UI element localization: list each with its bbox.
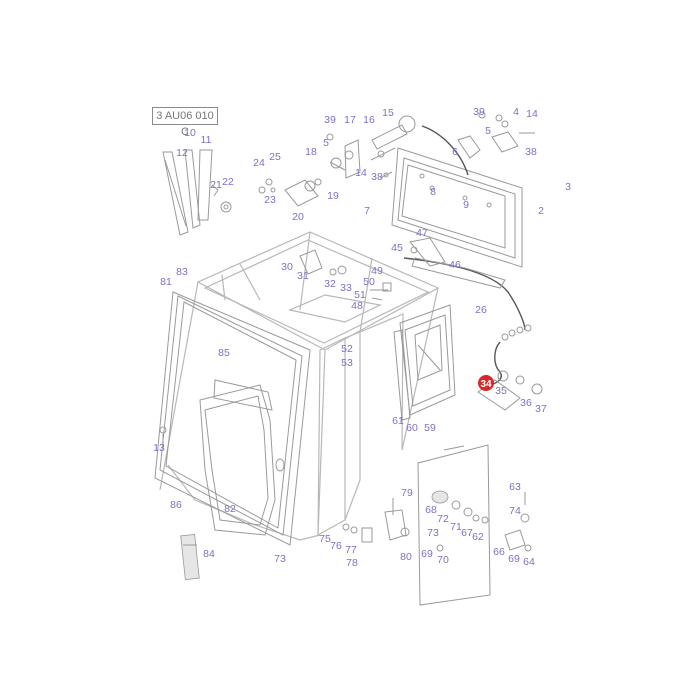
part-label-5: 5	[485, 125, 491, 137]
part-label-37: 37	[535, 403, 547, 415]
part-label-80: 80	[400, 551, 412, 563]
left-door	[154, 291, 311, 546]
part-label-63: 63	[509, 481, 521, 493]
part-label-60: 60	[406, 422, 418, 434]
part-label-35: 35	[495, 385, 507, 397]
part-label-9: 9	[463, 199, 469, 211]
part-label-46: 46	[449, 259, 461, 271]
part-label-73: 73	[274, 553, 286, 565]
part-label-61: 61	[392, 415, 404, 427]
part-label-31: 31	[297, 270, 309, 282]
part-label-79: 79	[401, 487, 413, 499]
part-label-72: 72	[437, 513, 449, 525]
part-label-33: 33	[340, 282, 352, 294]
part-label-84: 84	[203, 548, 215, 560]
part-label-11: 11	[201, 134, 212, 146]
part-label-8: 8	[430, 186, 436, 198]
part-label-45: 45	[391, 242, 403, 254]
part-label-25: 25	[269, 151, 281, 163]
part-label-51: 51	[354, 289, 366, 301]
part-label-7: 7	[364, 205, 370, 217]
part-label-59: 59	[424, 422, 436, 434]
part-label-13: 13	[153, 442, 165, 454]
part-label-19: 19	[327, 190, 339, 202]
part-label-23: 23	[264, 194, 276, 206]
roof-handle	[409, 237, 506, 289]
part-label-39: 39	[473, 106, 485, 118]
part-label-53: 53	[341, 357, 353, 369]
part-label-38: 38	[525, 146, 537, 158]
part-label-12: 12	[176, 147, 188, 159]
part-label-62: 62	[472, 531, 484, 543]
diagram-reference-code: 3 AU06 010 C	[152, 107, 218, 138]
part-label-67: 67	[461, 527, 473, 539]
highlighted-part-number: 34	[480, 379, 492, 390]
part-label-66: 66	[493, 546, 505, 558]
part-label-78: 78	[346, 557, 358, 569]
door-latch-parts	[342, 498, 410, 543]
part-label-38: 38	[371, 171, 383, 183]
roof-cable	[421, 125, 469, 176]
part-label-20: 20	[292, 211, 304, 223]
door-hinge-parts	[299, 249, 392, 301]
part-label-4: 4	[513, 106, 519, 118]
part-label-3: 3	[565, 181, 571, 193]
part-label-85: 85	[218, 347, 230, 359]
part-label-14: 14	[355, 167, 367, 179]
part-label-82: 82	[224, 503, 236, 515]
part-label-77: 77	[345, 544, 357, 556]
part-label-52: 52	[341, 343, 353, 355]
part-label-36: 36	[520, 397, 532, 409]
part-label-75: 75	[319, 533, 331, 545]
part-label-74: 74	[509, 505, 521, 517]
part-label-5: 5	[323, 137, 329, 149]
part-label-16: 16	[363, 114, 375, 126]
highlighted-part-marker: 34	[478, 375, 494, 391]
rear-window	[393, 304, 456, 421]
part-label-22: 22	[222, 176, 234, 188]
part-label-83: 83	[176, 266, 188, 278]
part-label-39: 39	[324, 114, 336, 126]
rear-struts	[162, 149, 213, 236]
part-label-69: 69	[508, 553, 520, 565]
part-label-2: 2	[538, 205, 544, 217]
part-label-30: 30	[281, 261, 293, 273]
part-label-10: 10	[184, 127, 196, 139]
part-label-81: 81	[160, 276, 172, 288]
part-label-50: 50	[363, 276, 375, 288]
part-label-49: 49	[371, 265, 383, 277]
roof-hinge-parts	[211, 115, 416, 213]
part-label-17: 17	[344, 114, 356, 126]
gas-strut	[180, 533, 200, 581]
part-label-48: 48	[351, 300, 363, 312]
part-label-70: 70	[437, 554, 449, 566]
part-label-71: 71	[450, 521, 462, 533]
part-label-15: 15	[382, 107, 394, 119]
part-label-26: 26	[475, 304, 487, 316]
part-label-47: 47	[416, 227, 428, 239]
part-label-21: 21	[210, 179, 222, 191]
side-panel-hardware	[417, 444, 532, 606]
part-label-76: 76	[330, 540, 342, 552]
part-label-18: 18	[305, 146, 317, 158]
part-label-14: 14	[526, 108, 538, 120]
cab-frame	[159, 231, 440, 541]
leader-line	[443, 445, 465, 451]
part-label-86: 86	[170, 499, 182, 511]
part-label-69: 69	[421, 548, 433, 560]
part-label-68: 68	[425, 504, 437, 516]
part-label-32: 32	[324, 278, 336, 290]
part-label-24: 24	[253, 157, 265, 169]
part-label-64: 64	[523, 556, 535, 568]
window-latch	[477, 324, 543, 411]
part-label-6: 6	[452, 146, 458, 158]
part-label-73: 73	[427, 527, 439, 539]
roof-hatch	[391, 111, 535, 268]
